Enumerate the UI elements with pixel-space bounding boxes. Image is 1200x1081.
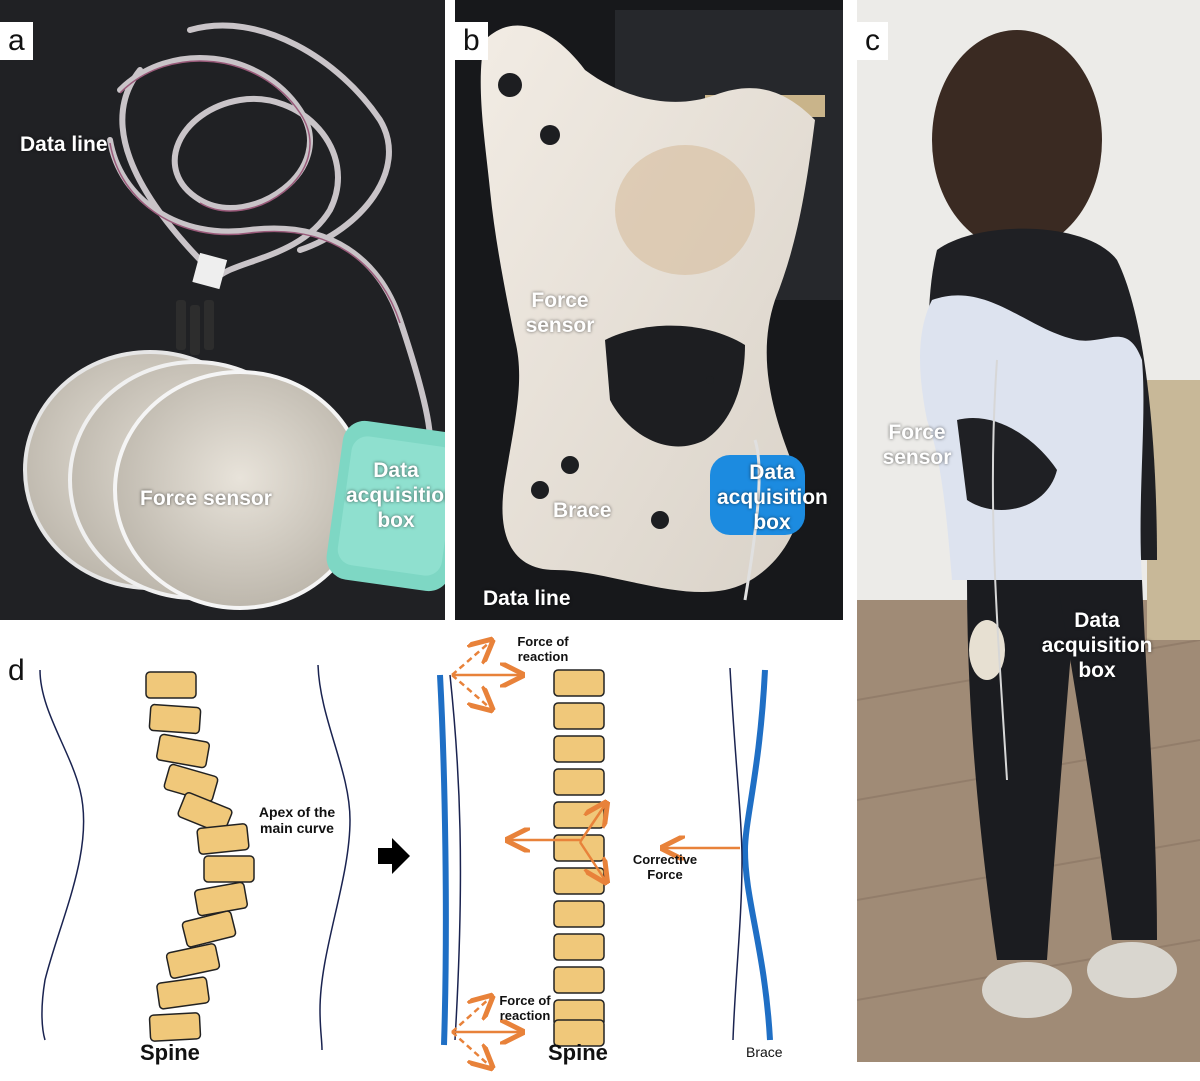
corrective-force-arrows [510, 805, 740, 880]
panel-b-photo: b Force sensor Brace Data acquisition bo… [455, 0, 843, 620]
force-of-reaction-top-label: Force of reaction [517, 634, 569, 664]
force-reaction-bottom-arrows [451, 998, 520, 1066]
panel-d-label: d [0, 652, 33, 690]
force-sensor-label-c: Force sensor [882, 421, 952, 470]
panel-a-illustration [0, 0, 445, 620]
force-sensor-discs [23, 350, 367, 610]
panel-c-illustration [857, 0, 1200, 1062]
panel-b-illustration [455, 0, 843, 620]
brace-bar-right [741, 669, 773, 1041]
panel-a-label: a [0, 22, 33, 60]
brace-label-b: Brace [553, 499, 612, 522]
data-acquisition-box-label-b: Data acquisition box [717, 461, 828, 535]
panel-c-label: c [857, 22, 888, 60]
curved-spine [145, 671, 255, 1042]
spine-label-left: Spine [140, 1040, 200, 1065]
panel-c-photo: c Force sensor Data acquisition box [857, 0, 1200, 1062]
ribbon-cable [107, 22, 433, 443]
brace-bar-left [437, 674, 449, 1046]
force-sensor-label-a: Force sensor [140, 487, 272, 510]
panel-a-photo: a Data line Force sensor Data acquisitio… [0, 0, 445, 620]
panel-b-label: b [455, 22, 488, 60]
brace-on-body [920, 295, 1144, 580]
data-line-label-a: Data line [20, 133, 108, 156]
panel-d-illustration [39, 620, 773, 1081]
data-line-label-b: Data line [483, 587, 571, 610]
transition-arrow [378, 838, 410, 874]
force-of-reaction-bottom-label: Force of reaction [499, 993, 551, 1023]
body-outline-left [39, 664, 351, 1051]
data-acquisition-box-shape [326, 420, 445, 592]
force-sensor-label-b: Force sensor [525, 289, 595, 338]
data-acquisition-box-label-a: Data acquisition box [346, 459, 445, 533]
corrective-force-label: Corrective Force [632, 852, 698, 882]
force-reaction-top-arrows [451, 642, 520, 708]
apex-label: Apex of the main curve [258, 804, 336, 836]
brace-label-d: Brace [746, 1044, 783, 1060]
spine-label-right: Spine [548, 1040, 608, 1065]
data-acquisition-box-label-c: Data acquisition box [1041, 609, 1153, 683]
straight-spine [553, 669, 605, 1047]
panel-d-diagram: d Apex of the main curve Spine Force of … [0, 620, 857, 1081]
